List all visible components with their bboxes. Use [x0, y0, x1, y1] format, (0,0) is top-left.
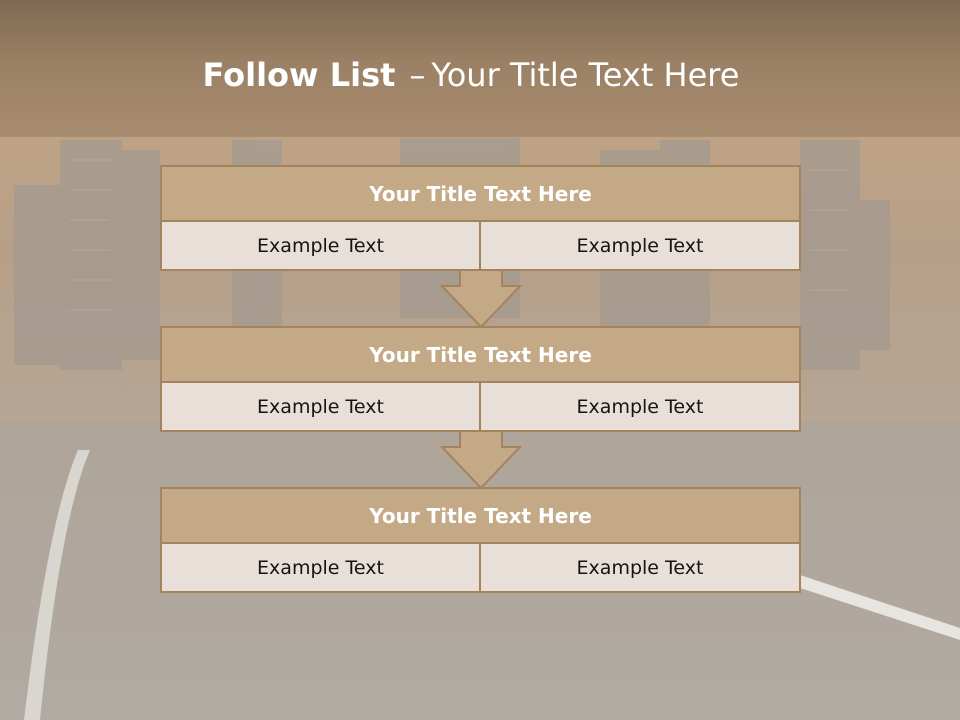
step-title: Your Title Text Here [160, 326, 801, 383]
slide-title: Follow List–Your Title Text Here [0, 52, 942, 98]
step-cell-right: Example Text [479, 383, 801, 432]
step-title: Your Title Text Here [160, 487, 801, 544]
step-block-3: Your Title Text Here Example Text Exampl… [160, 487, 801, 593]
step-title: Your Title Text Here [160, 165, 801, 222]
step-cell-left: Example Text [160, 383, 481, 432]
title-band [0, 0, 960, 137]
title-bold-part: Follow List [202, 56, 396, 94]
step-block-1: Your Title Text Here Example Text Exampl… [160, 165, 801, 271]
step-cell-left: Example Text [160, 222, 481, 271]
down-arrow-icon [439, 431, 523, 490]
step-cell-right: Example Text [479, 544, 801, 593]
step-cell-right: Example Text [479, 222, 801, 271]
title-separator: – [409, 56, 426, 94]
step-block-2: Your Title Text Here Example Text Exampl… [160, 326, 801, 432]
step-cell-left: Example Text [160, 544, 481, 593]
title-rest-part: Your Title Text Here [431, 56, 740, 94]
down-arrow-icon [439, 270, 523, 329]
